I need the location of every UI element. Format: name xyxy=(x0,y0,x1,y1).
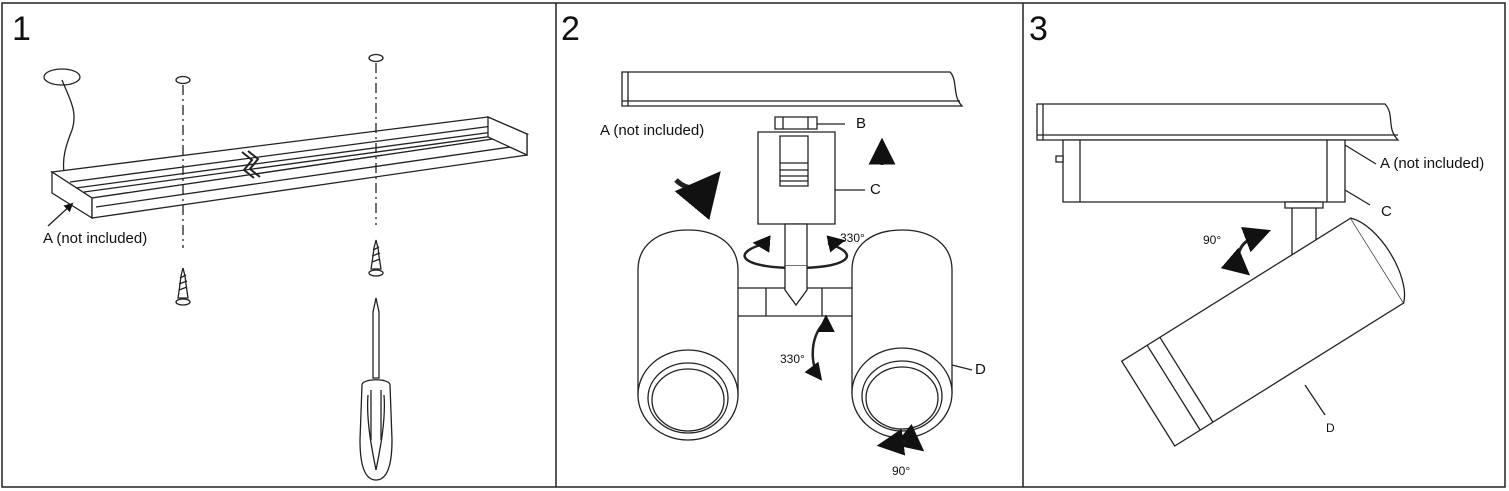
label-d-2: D xyxy=(975,361,986,378)
track-adapter xyxy=(758,117,865,266)
hole-right xyxy=(369,55,383,62)
label-b-2: B xyxy=(856,115,867,132)
label-tilt-2: 90° xyxy=(892,464,911,478)
step-number-2: 2 xyxy=(561,10,580,48)
track-section-2 xyxy=(622,72,962,106)
screw-right xyxy=(369,240,383,276)
screw-left xyxy=(176,268,190,305)
label-a-3: A (not included) xyxy=(1380,155,1485,172)
label-rotation-horizontal: 330° xyxy=(840,231,865,245)
cable xyxy=(62,80,74,172)
ceiling-hole xyxy=(44,69,80,85)
track-rail xyxy=(52,117,527,218)
step-number-3: 3 xyxy=(1029,10,1048,48)
label-d-leader-2 xyxy=(952,365,972,370)
label-tilt-3: 90° xyxy=(1203,233,1222,247)
screwdriver xyxy=(360,298,392,480)
panel-3-drawing xyxy=(1037,104,1416,446)
step-number-1: 1 xyxy=(12,10,31,48)
rotation-vertical-arrow xyxy=(804,325,822,381)
panel-2-drawing xyxy=(622,72,972,456)
head-right xyxy=(852,230,952,438)
label-d-3: D xyxy=(1326,421,1335,435)
track-adapter-3 xyxy=(1056,140,1376,205)
twist-arrow xyxy=(676,171,721,221)
head-left xyxy=(638,230,738,440)
hole-left xyxy=(176,77,190,84)
tilt-arrow-3 xyxy=(1220,236,1262,276)
label-a-arrow xyxy=(48,202,74,226)
label-c-2: C xyxy=(870,181,881,198)
label-d-leader-3 xyxy=(1305,385,1325,415)
label-a-leader-3 xyxy=(1345,145,1376,164)
label-c-leader-3 xyxy=(1345,190,1370,205)
label-rotation-vertical: 330° xyxy=(780,352,805,366)
panel-1-drawing xyxy=(44,55,527,481)
twin-head-connector xyxy=(735,266,855,316)
panel-frames xyxy=(2,3,1505,487)
label-c-3: C xyxy=(1381,203,1392,220)
outer-frame xyxy=(2,3,1505,487)
label-a-1: A (not included) xyxy=(43,230,148,247)
track-section-3 xyxy=(1037,104,1398,140)
head-tilted xyxy=(1122,210,1417,446)
label-a-2: A (not included) xyxy=(600,122,705,139)
